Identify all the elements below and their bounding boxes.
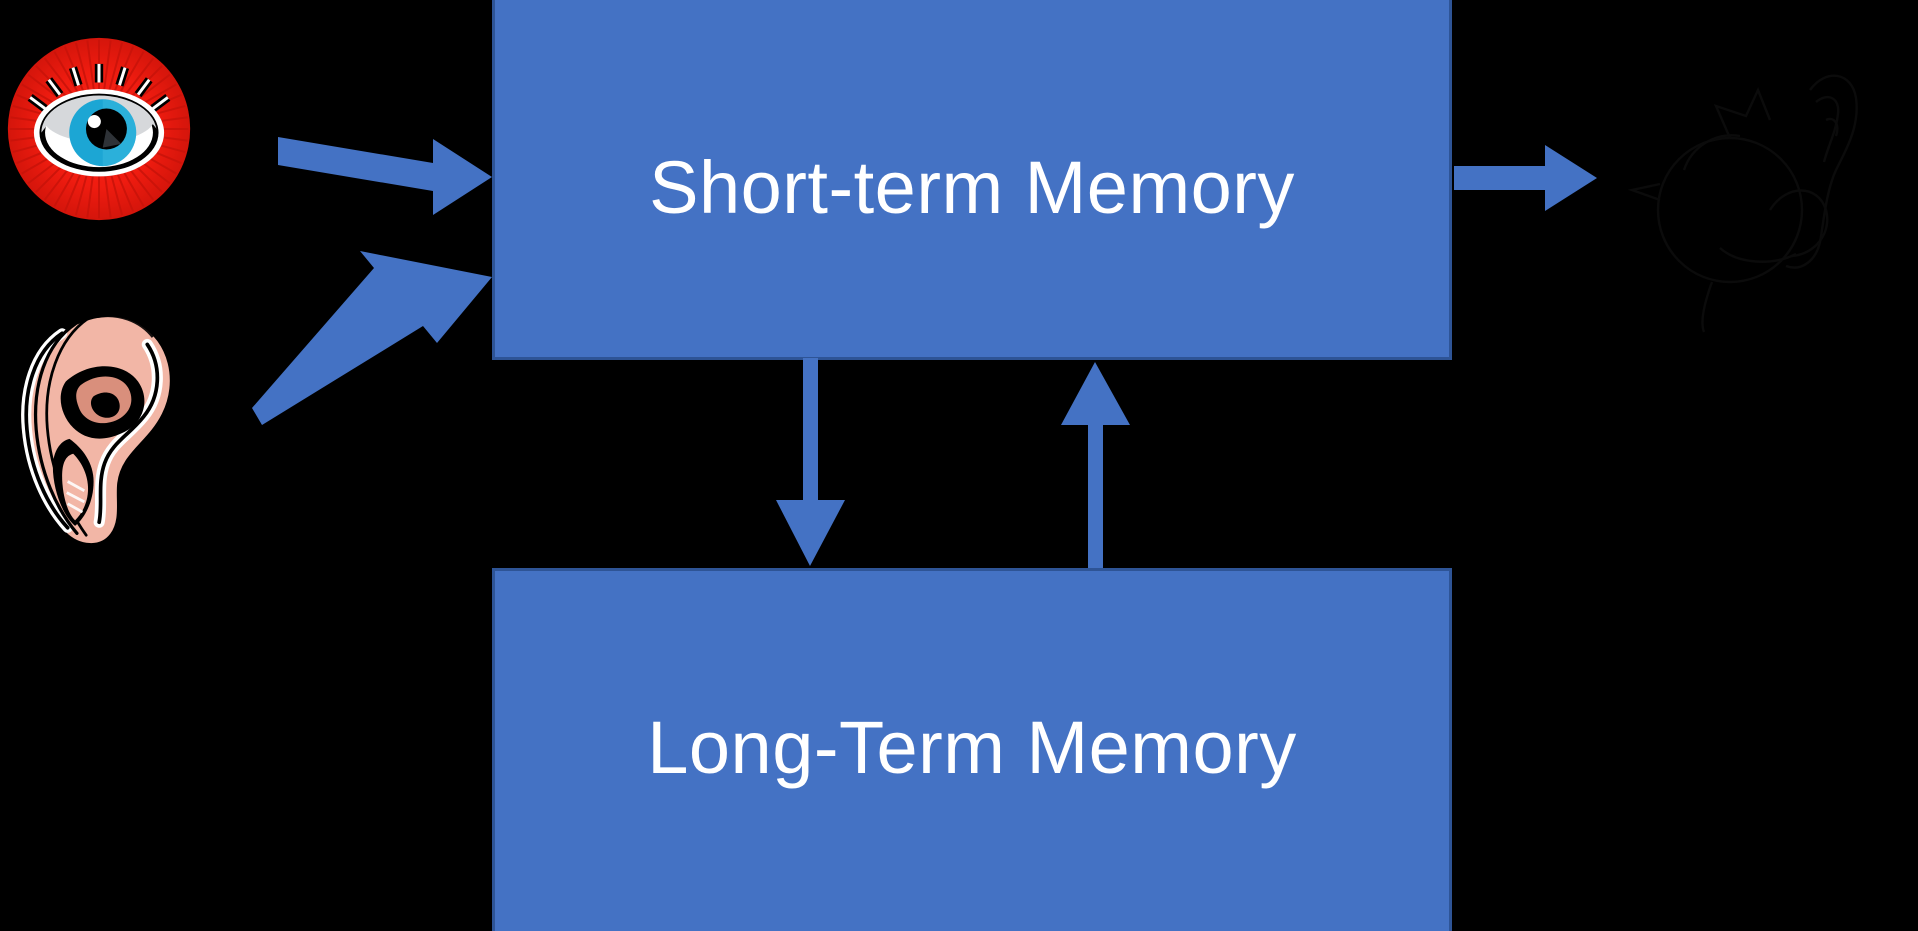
short-term-memory-box[interactable]: Short-term Memory xyxy=(492,0,1452,360)
arrow-eye-to-short-term-memory[interactable] xyxy=(278,137,492,215)
long-term-memory-label: Long-Term Memory xyxy=(647,705,1297,789)
output-response-icon xyxy=(1620,50,1918,335)
ear-icon-svg xyxy=(16,307,175,548)
short-term-memory-label: Short-term Memory xyxy=(649,146,1295,229)
output-response-icon-svg xyxy=(1627,74,1858,333)
arrow-short-term-memory-to-long-term-memory[interactable] xyxy=(776,358,845,566)
eye-icon-svg xyxy=(7,37,191,221)
long-term-memory-box[interactable]: Long-Term Memory xyxy=(492,568,1452,931)
arrow-short-term-memory-to-output[interactable] xyxy=(1454,145,1597,211)
arrow-ear-to-short-term-memory[interactable] xyxy=(252,251,492,425)
ear-icon xyxy=(8,300,194,550)
arrow-long-term-memory-to-short-term-memory[interactable] xyxy=(1061,362,1130,568)
eye-icon xyxy=(6,36,192,222)
